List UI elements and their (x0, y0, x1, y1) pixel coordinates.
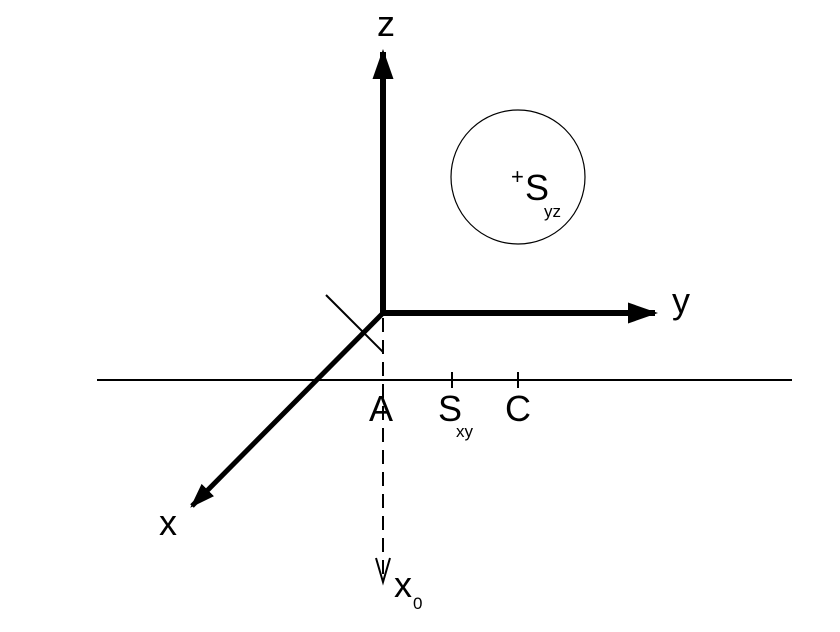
y-axis-label: y (672, 280, 690, 321)
point-sxy-subscript: xy (456, 422, 474, 441)
point-sxy-label: S (438, 388, 462, 429)
syz-plus-marker: + (511, 164, 524, 189)
x0-arrowhead (375, 557, 391, 586)
x-axis (190, 311, 385, 508)
x0-subscript: 0 (413, 594, 422, 613)
point-syz-label: S (525, 167, 549, 208)
point-syz-subscript: yz (544, 202, 561, 221)
x-axis-label: x (159, 502, 177, 543)
point-a-label: A (369, 388, 393, 429)
syz-circle (450, 109, 586, 245)
origin-perpendicular-mark (325, 294, 384, 353)
z-axis-label: z (377, 3, 395, 44)
x0-label: x (394, 564, 412, 605)
point-c-label: C (505, 388, 531, 429)
